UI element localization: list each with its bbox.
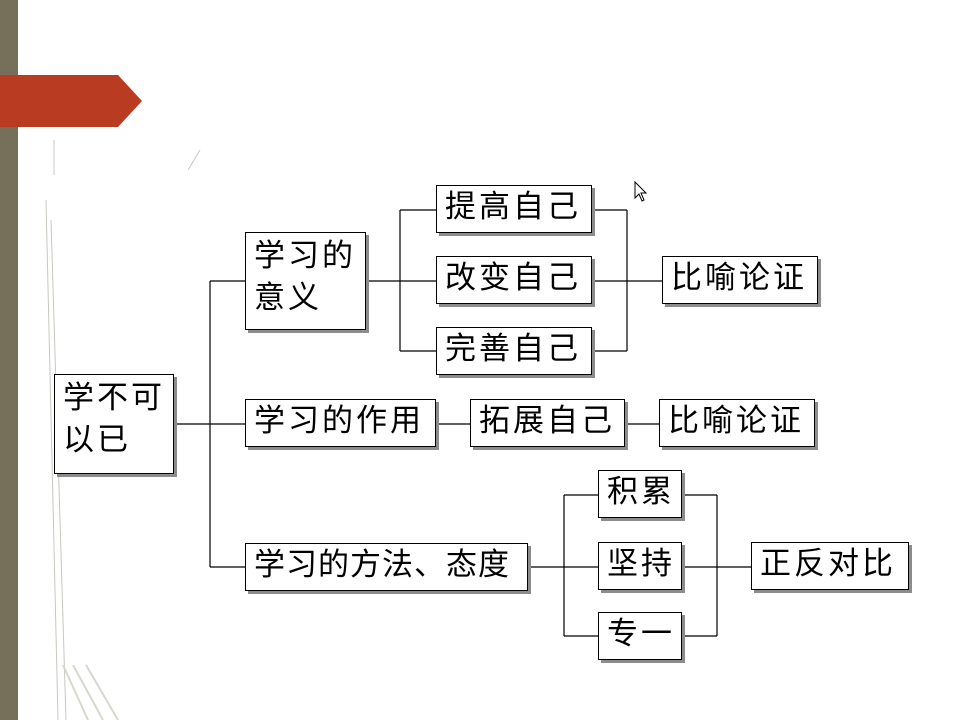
- meaning-item-1: 提高自己: [436, 185, 592, 233]
- way-item-3: 专一: [598, 612, 682, 660]
- meaning-method-node: 比喻论证: [662, 256, 818, 304]
- effect-method-node: 比喻论证: [659, 399, 815, 447]
- way-item-1: 积累: [598, 470, 682, 518]
- meaning-item-3: 完善自己: [436, 327, 592, 375]
- meaning-line-2: 意义: [254, 280, 322, 316]
- meaning-item-2: 改变自己: [436, 256, 592, 304]
- slide-sidebar: [0, 0, 18, 720]
- way-method-node: 正反对比: [751, 542, 909, 590]
- effect-item: 拓展自己: [470, 399, 625, 447]
- mouse-pointer-icon: [634, 181, 648, 202]
- root-line-1: 学不可: [63, 380, 165, 416]
- way-item-2: 坚持: [598, 542, 682, 590]
- title-accent-tab: [0, 75, 142, 127]
- meaning-line-1: 学习的: [254, 238, 356, 274]
- effect-node: 学习的作用: [245, 399, 436, 447]
- meaning-node: 学习的 意义: [245, 232, 366, 330]
- way-node: 学习的方法、态度: [245, 543, 528, 591]
- root-line-2: 以已: [63, 422, 131, 458]
- root-node: 学不可 以已: [54, 374, 174, 474]
